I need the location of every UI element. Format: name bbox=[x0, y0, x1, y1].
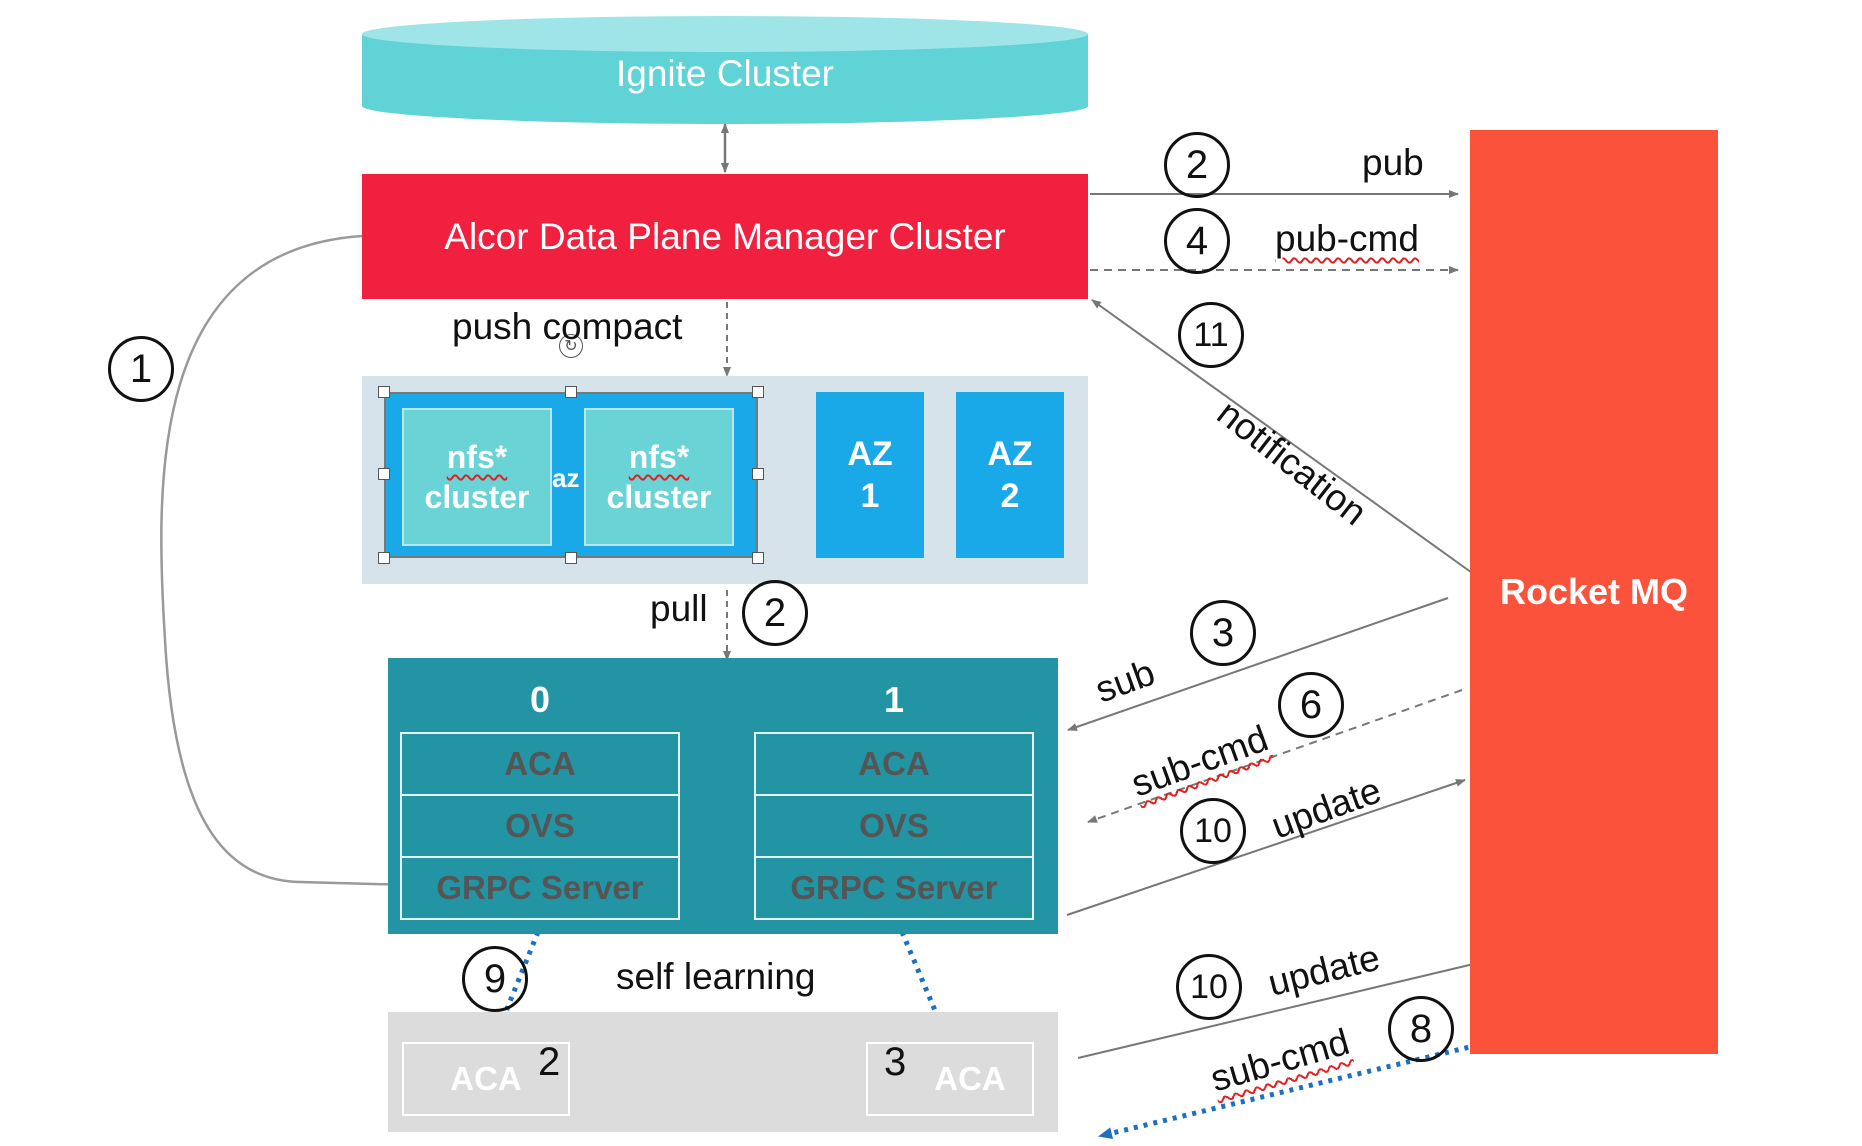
nfs-left-line1: nfs* bbox=[446, 439, 508, 475]
node-1-ovs-row: OVS bbox=[754, 794, 1034, 858]
step-2-pub-badge: 2 bbox=[1164, 132, 1230, 198]
step1-curve bbox=[160, 234, 413, 889]
manager-label: Alcor Data Plane Manager Cluster bbox=[444, 215, 1006, 257]
step-10-aca-badge: 10 bbox=[1176, 954, 1242, 1020]
aca-box-2: ACA bbox=[402, 1042, 570, 1116]
node-1-grpc-row: GRPC Server bbox=[754, 856, 1034, 920]
nfs-cluster-left: nfs* cluster bbox=[402, 408, 552, 546]
ignite-label: Ignite Cluster bbox=[616, 53, 834, 94]
notification-arrow bbox=[1091, 299, 1476, 576]
step-10-node-badge: 10 bbox=[1180, 798, 1246, 864]
selection-handle[interactable] bbox=[378, 386, 390, 398]
manager-cluster: Alcor Data Plane Manager Cluster bbox=[362, 174, 1088, 299]
sub-cmd-6-arrow bbox=[1087, 689, 1463, 823]
node-1-aca-row: ACA bbox=[754, 732, 1034, 796]
step-2-pull-badge: 2 bbox=[742, 580, 808, 646]
push-compact-label: push compact bbox=[452, 306, 683, 347]
nfs-cluster-right: nfs* cluster bbox=[584, 408, 734, 546]
step-9-badge: 9 bbox=[462, 946, 528, 1012]
node-0-aca-row: ACA bbox=[400, 732, 680, 796]
step-11-badge: 11 bbox=[1178, 302, 1244, 368]
step-1-badge: 1 bbox=[108, 336, 174, 402]
aca-region bbox=[388, 1012, 1058, 1132]
ignite-cluster: Ignite Cluster bbox=[362, 16, 1088, 124]
sub-cmd-8-arrow bbox=[1098, 1042, 1479, 1140]
az1-line2: 1 bbox=[860, 477, 880, 515]
step-8-badge: 8 bbox=[1388, 996, 1454, 1062]
self-learning-label: self learning bbox=[616, 956, 816, 997]
update-node-arrow bbox=[1066, 779, 1466, 916]
selection-handle[interactable] bbox=[752, 386, 764, 398]
node-0-title: 0 bbox=[529, 679, 551, 720]
nfs-right-line1: nfs* bbox=[628, 439, 690, 475]
compute-nodes bbox=[388, 658, 1058, 934]
nfs-right-line2: cluster bbox=[606, 479, 712, 515]
az1-line1: AZ bbox=[847, 435, 893, 473]
selection-handle[interactable] bbox=[378, 468, 390, 480]
rocketmq-label: Rocket MQ bbox=[1499, 571, 1689, 612]
nfs-left-line2: cluster bbox=[424, 479, 530, 515]
node-0-grpc-row: GRPC Server bbox=[400, 856, 680, 920]
aca-box-3: ACA bbox=[866, 1042, 1034, 1116]
aca-box-3-label: ACA bbox=[934, 1060, 1006, 1097]
az1-box: AZ 1 bbox=[816, 392, 924, 558]
pull-label: pull bbox=[650, 588, 708, 629]
pub-cmd-label: pub-cmd bbox=[1275, 218, 1419, 259]
selection-handle[interactable] bbox=[565, 386, 577, 398]
ignite-cylinder-shape bbox=[362, 16, 1088, 124]
selection-handle[interactable] bbox=[752, 552, 764, 564]
aca-box-2-number: 2 bbox=[538, 1040, 561, 1084]
node-0-ovs-row: OVS bbox=[400, 794, 680, 858]
selection-handle[interactable] bbox=[565, 552, 577, 564]
az2-box: AZ 2 bbox=[956, 392, 1064, 558]
aca-box-3-number: 3 bbox=[884, 1040, 907, 1084]
az2-line1: AZ bbox=[987, 435, 1033, 473]
aca-box-2-label: ACA bbox=[450, 1060, 522, 1097]
node-1-title: 1 bbox=[883, 679, 905, 720]
step-3-badge: 3 bbox=[1190, 600, 1256, 666]
selection-handle[interactable] bbox=[378, 552, 390, 564]
step-4-badge: 4 bbox=[1164, 208, 1230, 274]
pub-label: pub bbox=[1362, 142, 1424, 183]
sub-arrow bbox=[1067, 597, 1449, 731]
update-aca-arrow bbox=[1077, 960, 1483, 1059]
az-small-text: az bbox=[552, 458, 586, 498]
rotate-handle-icon[interactable]: ↻ bbox=[559, 334, 583, 358]
rocketmq-broker: Rocket MQ bbox=[1470, 130, 1718, 1054]
az2-line2: 2 bbox=[1000, 477, 1020, 515]
selection-handle[interactable] bbox=[752, 468, 764, 480]
step-6-badge: 6 bbox=[1278, 672, 1344, 738]
